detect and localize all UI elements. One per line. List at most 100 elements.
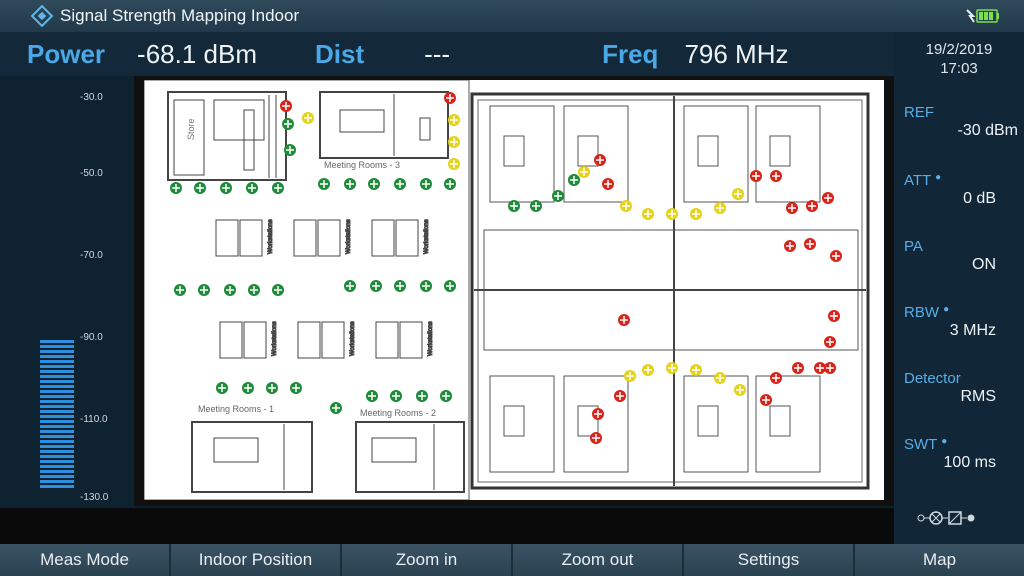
meter-segment [40,300,74,303]
meter-segment [40,390,74,393]
meeting-rooms-2-label: Meeting Rooms - 2 [360,408,436,418]
meter-segment [40,380,74,383]
meter-segment [40,440,74,443]
meter-segment [40,450,74,453]
zoom-out-button[interactable]: Zoom out [513,544,684,576]
settings-panel: 19/2/2019 17:03 REF -30 dBm ATT ● 0 dB P… [894,32,1024,544]
meter-segment [40,255,74,258]
date-value: 19/2/2019 [925,41,993,58]
power-label: Power [27,38,106,69]
meter-segment [40,275,74,278]
meter-segment [40,320,74,323]
map-button[interactable]: Map [855,544,1024,576]
meter-segment [40,370,74,373]
measurement-readout: Power -68.1 dBm Dist --- Freq 796 MHz [0,32,900,76]
meter-segment [40,345,74,348]
meas-mode-button[interactable]: Meas Mode [0,544,171,576]
meter-segment [40,430,74,433]
pa-value: ON [972,256,996,273]
scale-tick: -110.0 [80,414,108,425]
workstations-label: Workstations [346,219,352,254]
meter-segment [40,360,74,363]
pa-label: PA [904,238,923,255]
workstations-label: Workstations [268,219,274,254]
meter-segment [40,355,74,358]
meeting-rooms-1-label: Meeting Rooms - 1 [198,404,274,414]
auto-dot-icon: ● [943,304,950,315]
freq-label: Freq [602,38,659,69]
meter-segment [40,410,74,413]
signal-level-scale: -30.0 -50.0 -70.0 -90.0 -110.0 -130.0 [0,76,153,508]
meter-segment [40,260,74,263]
meter-segment [40,350,74,353]
meter-segment [40,340,74,343]
scale-tick: -50.0 [80,168,103,179]
meter-segment [40,315,74,318]
auto-dot-icon: ● [941,436,948,447]
meter-segment [40,270,74,273]
scale-tick: -70.0 [80,250,103,261]
scale-tick: -30.0 [80,92,103,103]
scale-tick: -130.0 [80,492,109,503]
meter-segment [40,475,74,478]
title-bar: Signal Strength Mapping Indoor [0,0,1024,32]
workstations-label: Workstations [272,321,278,356]
meter-segment [40,395,74,398]
meter-segment [40,330,74,333]
meter-segment [40,460,74,463]
auto-dot-icon: ● [935,172,942,183]
battery-charging-icon [964,7,1000,25]
meter-segment [40,250,74,253]
meeting-rooms-3-label: Meeting Rooms - 3 [324,160,400,170]
meter-segment [40,455,74,458]
meter-segment [40,485,74,488]
workstations-label: Workstations [424,219,430,254]
meter-segment [40,415,74,418]
detector-label: Detector [904,370,961,387]
att-value: 0 dB [963,190,996,207]
meter-segment [40,290,74,293]
status-strip [0,508,894,544]
zoom-in-button[interactable]: Zoom in [342,544,513,576]
meter-segment [40,310,74,313]
power-value: -68.1 dBm [137,38,257,69]
rbw-value: 3 MHz [949,322,996,339]
status-indicator-icons [916,510,996,531]
rbw-label: RBW [904,304,939,321]
detector-value: RMS [960,388,996,405]
settings-button[interactable]: Settings [684,544,855,576]
meter-segment [40,480,74,483]
meter-segment [40,265,74,268]
meter-segment [40,285,74,288]
meter-segment [40,470,74,473]
meter-segment [40,305,74,308]
meter-segment [40,435,74,438]
freq-value: 796 MHz [684,38,789,69]
diamond-logo-icon [28,2,56,30]
meter-segment [40,325,74,328]
dist-value: --- [424,38,451,69]
datetime: 19/2/2019 17:03 [894,40,1024,78]
ref-label: REF [904,104,934,121]
swt-label: SWT [904,436,938,453]
store-label: Store [186,118,196,140]
meter-segment [40,335,74,338]
scale-tick: -90.0 [80,332,103,343]
softkey-bar: Meas Mode Indoor Position Zoom in Zoom o… [0,544,1024,576]
workstations-label: Workstations [350,321,356,356]
att-label: ATT [904,172,931,189]
meter-segment [40,400,74,403]
time-value: 17:03 [940,60,978,77]
workstations-label: Workstations [428,321,434,356]
ref-value: -30 dBm [957,122,1018,139]
level-meter-bar [40,250,74,490]
meter-segment [40,465,74,468]
swt-value: 100 ms [943,454,996,471]
app-title: Signal Strength Mapping Indoor [60,6,300,25]
indoor-position-button[interactable]: Indoor Position [171,544,342,576]
meter-segment [40,445,74,448]
meter-segment [40,365,74,368]
dist-label: Dist [314,38,365,69]
